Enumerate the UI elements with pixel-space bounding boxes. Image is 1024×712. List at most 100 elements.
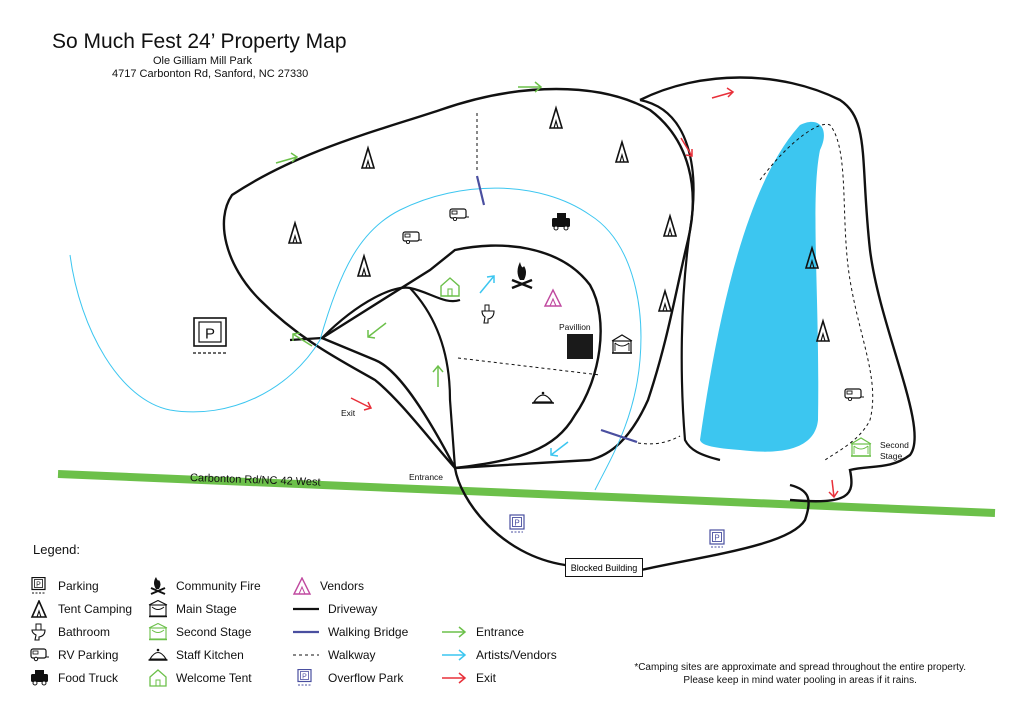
campfire-icon <box>511 262 533 290</box>
blue-arrow-icon <box>550 441 569 457</box>
tent-icon <box>663 215 677 237</box>
red-arrow-icon <box>828 479 839 499</box>
svg-text:P: P <box>205 326 215 343</box>
legend-item-second-stage: Second Stage <box>148 623 251 641</box>
driveway-to-parking <box>289 336 323 342</box>
food-truck-icon <box>30 669 52 687</box>
carbonton-road <box>57 470 996 517</box>
rv-icon <box>30 646 52 664</box>
legend-item-walking-bridge: Walking Bridge <box>292 623 408 641</box>
tent-icon <box>288 222 302 244</box>
camping-note: *Camping sites are approximate and sprea… <box>634 661 966 687</box>
red-arrow-icon <box>350 397 373 411</box>
camping-note-line1: *Camping sites are approximate and sprea… <box>634 662 966 673</box>
blue-arrow-icon <box>440 646 470 664</box>
green-arrow-icon <box>518 81 543 93</box>
legend-item-parking: P Parking <box>30 577 99 595</box>
overflow-parking-icon: P <box>292 669 322 687</box>
camping-note-line2: Please keep in mind water pooling in are… <box>683 675 917 686</box>
blocked-building: Blocked Building <box>565 558 643 577</box>
staff-kitchen-icon <box>531 391 555 404</box>
svg-text:P: P <box>302 674 307 681</box>
vendor-tent-icon <box>292 577 314 595</box>
main-stage-icon <box>611 334 633 354</box>
tent-icon <box>30 600 52 618</box>
exit-label: Exit <box>341 408 356 418</box>
vendor-tent-icon <box>543 288 563 307</box>
rv-icon <box>844 388 865 402</box>
venue-address: 4717 Carbonton Rd, Sanford, NC 27330 <box>112 68 309 80</box>
artist-vendor-arrows <box>479 275 569 457</box>
green-arrow-icon <box>440 623 470 641</box>
driveway-center <box>409 287 457 469</box>
green-arrow-icon <box>367 322 387 339</box>
tent-icon <box>658 290 672 312</box>
tent-icon <box>549 107 563 129</box>
tent-icon <box>361 147 375 169</box>
tent-icon <box>615 141 629 163</box>
legend-item-exit: Exit <box>440 669 496 687</box>
main-parking-icon: P <box>193 317 227 354</box>
legend-item-main-stage: Main Stage <box>148 600 237 618</box>
tent-icon <box>357 255 371 277</box>
legend-item-bathroom: Bathroom <box>30 623 110 641</box>
rv-icon <box>449 208 470 222</box>
red-arrow-icon <box>711 87 735 99</box>
legend-title: Legend: <box>33 542 80 557</box>
house-icon <box>148 669 170 687</box>
legend-item-community-fire: Community Fire <box>148 577 261 595</box>
overflow-parking-icon <box>509 514 525 533</box>
page-title: So Much Fest 24’ Property Map <box>52 30 347 53</box>
entrance-arrows <box>275 81 543 387</box>
legend-item-entrance: Entrance <box>440 623 524 641</box>
toilet-icon <box>30 623 52 641</box>
green-arrow-icon <box>275 152 299 164</box>
center-walkway <box>457 357 601 376</box>
driveway-branch <box>321 286 461 339</box>
cloche-icon <box>148 646 170 664</box>
second-stage-icon <box>850 437 872 457</box>
walkway-line-icon <box>292 646 322 664</box>
legend-item-vendors: Vendors <box>292 577 364 595</box>
walkway-path <box>69 187 642 491</box>
venue-name: Ole Gilliam Mill Park <box>153 55 253 67</box>
welcome-tent-icon <box>440 277 460 297</box>
parking-icon: P <box>30 577 52 595</box>
red-arrow-icon <box>440 669 470 687</box>
legend-item-artists-vendors: Artists/Vendors <box>440 646 557 664</box>
driveway-line-icon <box>292 600 322 618</box>
lower-parking-boundary <box>453 467 810 572</box>
exit-arrows <box>350 87 839 499</box>
red-arrow-icon <box>680 137 693 157</box>
tent-icon <box>816 320 830 342</box>
toilet-icon <box>481 304 495 324</box>
rv-icon <box>402 231 423 245</box>
lake <box>700 121 824 452</box>
inner-driveway-loop <box>319 244 602 470</box>
legend-item-food-truck: Food Truck <box>30 669 118 687</box>
legend-item-tent-camping: Tent Camping <box>30 600 132 618</box>
lake-area-inner-boundary <box>639 98 721 462</box>
stage-icon <box>148 600 170 618</box>
walking-bridge-east <box>600 428 638 444</box>
second-stage-label: Second Stage <box>880 440 909 461</box>
bridge-walkway <box>637 435 681 445</box>
legend-item-staff-kitchen: Staff Kitchen <box>148 646 244 664</box>
legend-item-welcome-tent: Welcome Tent <box>148 669 252 687</box>
stage-green-icon <box>148 623 170 641</box>
food-truck-icon <box>552 213 570 231</box>
walking-bridge-north <box>475 175 486 206</box>
legend-item-walkway: Walkway <box>292 646 376 664</box>
svg-text:P: P <box>36 582 41 589</box>
blue-arrow-icon <box>479 275 495 294</box>
overflow-parking-icon <box>709 529 725 548</box>
legend-item-overflow-park: P Overflow Park <box>292 669 403 687</box>
lake-area-boundary <box>639 76 916 503</box>
pavillion-building <box>567 334 593 359</box>
bridge-line-icon <box>292 623 322 641</box>
legend-item-rv-parking: RV Parking <box>30 646 118 664</box>
campfire-icon <box>148 577 170 595</box>
pavillion-label: Pavillion <box>559 322 591 332</box>
green-arrow-icon <box>292 332 313 347</box>
